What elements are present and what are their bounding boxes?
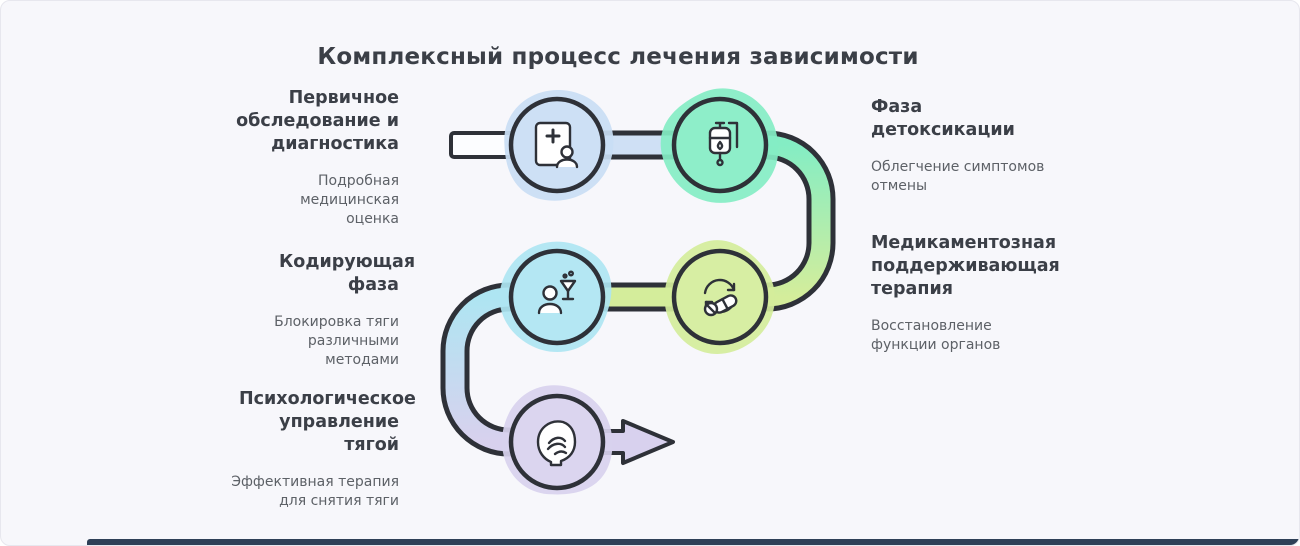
step-heading: Кодирующая фаза — [279, 252, 416, 295]
page-title: Комплексный процесс лечения зависимости — [317, 44, 919, 71]
medication-sync-icon — [703, 278, 738, 317]
step-heading: Фаза детоксикации — [871, 97, 1015, 140]
step-heading: Психологическое управление тягой — [239, 389, 416, 455]
node-circle-outline — [508, 248, 606, 346]
step-label-primary-assessment: Первичное обследование и диагностика Под… — [229, 87, 399, 229]
step-label-medication-therapy: Медикаментозная поддерживающая терапия В… — [871, 232, 1066, 355]
medical-report-icon — [534, 121, 579, 169]
step-description: Блокировка тяги различными методами — [274, 314, 399, 368]
step-label-coding-phase: Кодирующая фаза Блокировка тяги различны… — [234, 251, 416, 370]
psychotherapy-icon — [536, 420, 577, 467]
step-heading: Медикаментозная поддерживающая терапия — [871, 233, 1060, 299]
node-primary-assessment — [504, 90, 614, 201]
watercolor-blob — [664, 240, 775, 354]
node-circle-outline — [671, 96, 769, 194]
node-circle-outline — [508, 393, 606, 491]
node-circle-outline — [508, 96, 606, 194]
node-circle-outline — [671, 248, 769, 346]
step-description: Подробная медицинская оценка — [300, 173, 399, 227]
node-detox — [660, 88, 779, 203]
step-description: Восстановление функции органов — [871, 318, 1001, 353]
flow-curve-left — [445, 287, 557, 452]
node-medication-therapy — [664, 240, 775, 354]
iv-drip-icon — [708, 121, 739, 167]
step-description: Эффективная терапия для снятия тяги — [231, 474, 399, 509]
footer-bar — [87, 539, 1299, 545]
step-heading: Первичное обследование и диагностика — [236, 88, 399, 154]
node-psychological-management — [502, 385, 613, 495]
step-description: Облегчение симптомов отмены — [871, 159, 1045, 194]
node-coding-phase — [499, 241, 612, 352]
step-label-detox: Фаза детоксикации Облегчение симптомов о… — [871, 96, 1046, 196]
coding-phase-icon — [537, 270, 577, 315]
flow-curve-right — [720, 135, 831, 307]
step-label-psychological-management: Психологическое управление тягой Эффекти… — [229, 388, 416, 511]
